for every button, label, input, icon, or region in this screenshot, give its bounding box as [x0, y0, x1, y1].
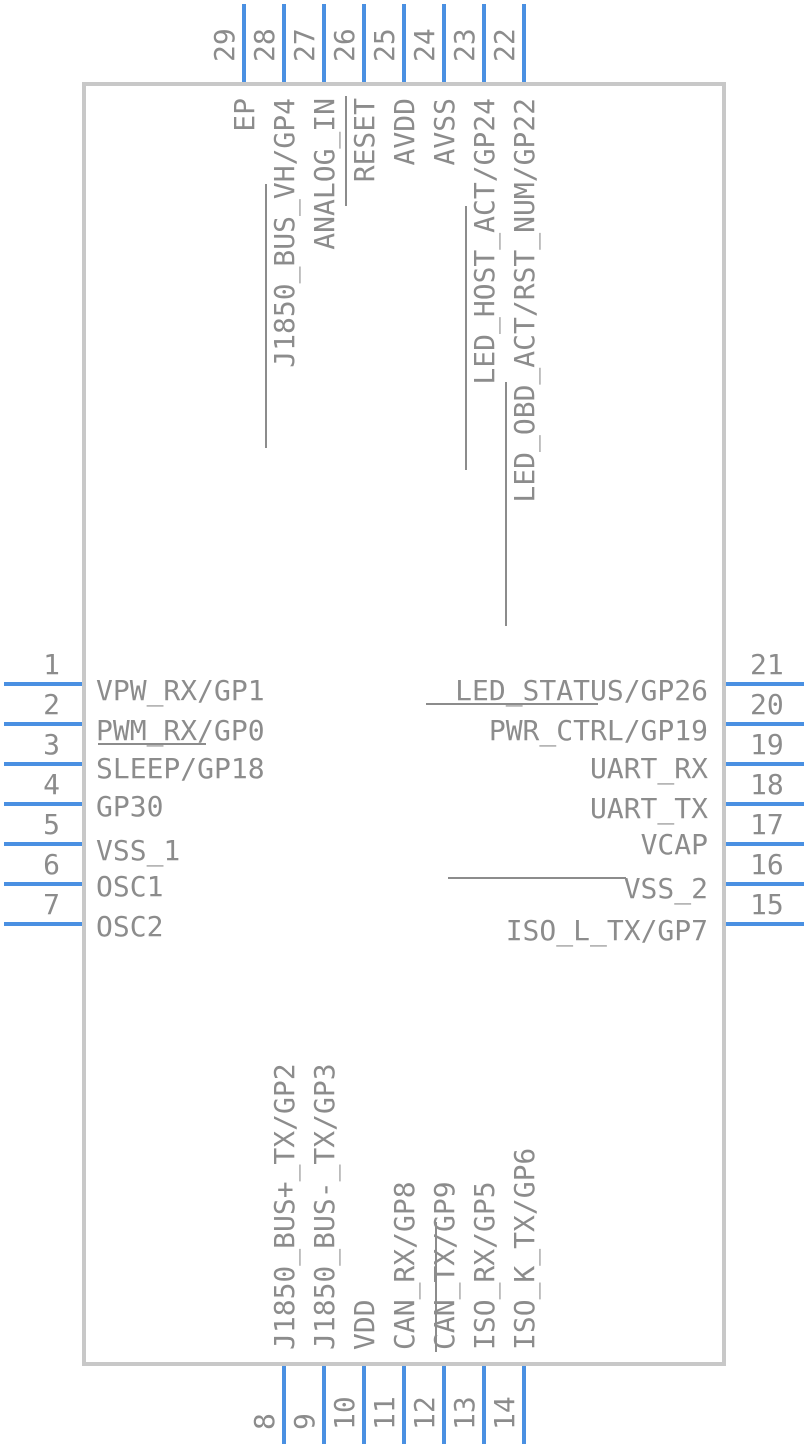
pin-12-number: 12: [408, 1396, 441, 1430]
pin-13-number: 13: [448, 1396, 481, 1430]
pin-15-label: ISO_L_TX/GP7: [506, 914, 708, 948]
pin-5-number: 5: [43, 808, 60, 841]
pin-26-number: 26: [328, 28, 361, 62]
pin-2-label: PWM_RX/GP0: [96, 714, 265, 748]
pin-8-number: 8: [248, 1413, 281, 1430]
pin-24-number: 24: [408, 28, 441, 62]
pin-4-number: 4: [43, 768, 60, 801]
pin-3-label: SLEEP/GP18: [96, 752, 265, 785]
pin-18-number: 18: [750, 768, 784, 801]
pin-21-number: 21: [750, 648, 784, 681]
pin-29-number: 29: [208, 28, 241, 62]
pin-14-label: ISO_K_TX/GP6: [508, 1148, 542, 1350]
pin-22-number: 22: [488, 28, 521, 62]
pin-10-label: VDD: [348, 1299, 381, 1350]
pin-27-number: 27: [288, 28, 321, 62]
pin-19-label: UART_RX: [590, 752, 708, 786]
pin-1-number: 1: [43, 648, 60, 681]
pin-24-label: AVSS: [428, 98, 461, 165]
pin-14-number: 14: [488, 1396, 521, 1430]
pin-3-number: 3: [43, 728, 60, 761]
overbars-layer: [98, 96, 626, 1352]
pin-28-label: J1850_BUS_VH/GP4: [268, 98, 302, 368]
pin-16-label: VSS_2: [624, 872, 708, 906]
pin-4-label: GP30: [96, 790, 163, 823]
pin-2-number: 2: [43, 688, 60, 721]
pin-11-number: 11: [368, 1396, 401, 1430]
pin-22-label: LED_OBD_ACT/RST_NUM/GP22: [508, 98, 542, 503]
pin-20-label: PWR_CTRL/GP19: [489, 714, 708, 748]
pin-9-number: 9: [288, 1413, 321, 1430]
pin-7-label: OSC2: [96, 910, 163, 943]
pin-13-label: ISO_RX/GP5: [468, 1181, 502, 1350]
pin-8-label: J1850_BUS+_TX/GP2: [268, 1063, 302, 1350]
pin-21-label: LED_STATUS/GP26: [455, 674, 708, 708]
pin-20-number: 20: [750, 688, 784, 721]
pin-11-label: CAN_RX/GP8: [388, 1181, 422, 1350]
pin-15-number: 15: [750, 888, 784, 921]
pin-7-number: 7: [43, 888, 60, 921]
pin-23-label: LED_HOST_ACT/GP24: [468, 98, 502, 385]
pin-12-label: CAN_TX/GP9: [428, 1181, 462, 1350]
pin-25-number: 25: [368, 28, 401, 62]
pin-23-number: 23: [448, 28, 481, 62]
pin-19-number: 19: [750, 728, 784, 761]
pin-10-number: 10: [328, 1396, 361, 1430]
pin-17-label: VCAP: [641, 828, 708, 861]
pin-26-label: RESET: [348, 98, 381, 182]
pin-9-label: J1850_BUS-_TX/GP3: [308, 1063, 342, 1350]
pin-6-number: 6: [43, 848, 60, 881]
pin-1-label: VPW_RX/GP1: [96, 674, 265, 708]
pin-25-label: AVDD: [388, 98, 421, 165]
pin-28-number: 28: [248, 28, 281, 62]
pin-29-label: EP: [228, 98, 261, 132]
pin-17-number: 17: [750, 808, 784, 841]
pin-6-label: OSC1: [96, 870, 163, 903]
pin-5-label: VSS_1: [96, 834, 180, 868]
pin-16-number: 16: [750, 848, 784, 881]
pin-27-label: ANALOG_IN: [308, 98, 342, 250]
pin-18-label: UART_TX: [590, 792, 708, 826]
chip-body: [82, 82, 726, 1366]
